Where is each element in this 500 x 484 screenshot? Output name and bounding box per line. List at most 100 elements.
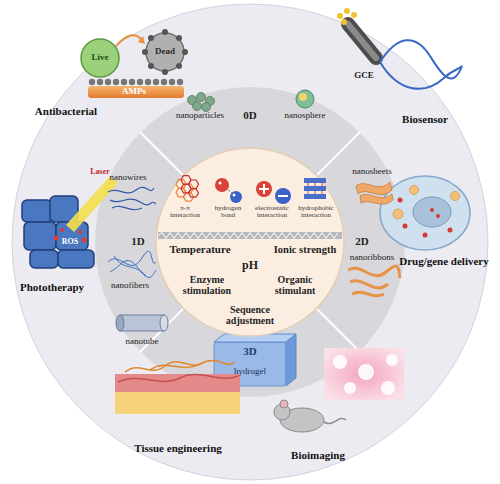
bioimaging-art-part (324, 418, 346, 423)
nanotube-art-part (160, 315, 168, 331)
nanosphere-art-part (299, 93, 307, 101)
nanosheet-art (356, 182, 393, 204)
antibacterial-art-part-part (137, 79, 143, 85)
nanosphere-art (296, 90, 314, 108)
biosensor-art-part (348, 24, 376, 58)
interaction-label: π-π interaction (165, 205, 205, 220)
cell-label: Live (92, 53, 109, 62)
tissue-art (115, 361, 240, 414)
nanoparticle-art-part (202, 103, 211, 112)
stimulus-label: Organic stimulant (267, 275, 323, 296)
antibacterial-art-part-part (182, 49, 188, 55)
phototherapy-art-part-part (78, 230, 82, 234)
antibacterial-art-part-part (148, 35, 154, 41)
cell-art-part-part (393, 209, 403, 219)
phototherapy-art-part-part (60, 228, 64, 232)
dimension-label: 0D (243, 110, 256, 122)
dimension-label: 3D (243, 346, 256, 358)
cell-art-part (380, 176, 470, 250)
antibacterial-art-part-part (177, 79, 183, 85)
antibacterial-art-part-part (162, 69, 168, 75)
biosensor-art-part-part (351, 12, 357, 18)
antibacterial-art-part-part (153, 79, 159, 85)
antibacterial-art-part-part (176, 63, 182, 69)
bioimaging-art-part-part (333, 355, 347, 369)
bioimaging-art-part-part (358, 364, 374, 380)
phototherapy-art-part-part (82, 238, 87, 243)
biosensor-art-part (337, 8, 357, 25)
application-label: Phototherapy (20, 282, 84, 294)
antibacterial-art-part-part (169, 79, 175, 85)
stimulus-label: Ionic strength (274, 244, 337, 255)
tissue-art-part-part (150, 361, 235, 370)
nanoribbon-art-part (350, 281, 388, 288)
core-circle: π-π interactionhydrogen bondelectrostati… (155, 147, 345, 337)
interaction-label: electrostatic interaction (250, 205, 294, 220)
nanotube-art-part (116, 315, 124, 331)
cell-art-part-part (423, 233, 428, 238)
stimulus-label: pH (242, 259, 258, 272)
structure-label: nanosheets (352, 167, 392, 176)
dimension-label: 1D (131, 236, 144, 248)
bioimaging-art-part (324, 348, 404, 400)
tissue-art-part (118, 375, 238, 382)
beam-label: Laser (90, 168, 110, 176)
antibacterial-art-part-part (113, 79, 119, 85)
nanowire-art (108, 187, 156, 209)
antibacterial-art (81, 29, 188, 98)
cell-label: Dead (155, 47, 175, 56)
cell-art-part (398, 198, 453, 238)
cell-art-part-part (451, 192, 460, 201)
antibacterial-art-part (81, 39, 119, 77)
phototherapy-art-part (66, 176, 118, 232)
structure-label: hydrogel (234, 367, 266, 376)
tissue-art-part (115, 374, 240, 392)
cell-art-part (393, 186, 460, 220)
tissue-art-part (125, 361, 235, 372)
nanoribbon-art-part (348, 266, 400, 278)
antibacterial-art-part (138, 36, 145, 44)
nanoribbon-art-part (352, 292, 384, 295)
nanosphere-art-part (296, 90, 314, 108)
bioimaging-art-part-part (386, 354, 398, 366)
structure-label: nanoparticles (176, 111, 224, 120)
antibacterial-art-part-part (121, 79, 127, 85)
ros-label: ROS (62, 238, 78, 246)
nanosheet-art-part (360, 194, 393, 204)
phototherapy-art-part-part (30, 250, 58, 268)
bioimaging-art (274, 348, 404, 432)
application-label: Bioimaging (291, 450, 345, 462)
nanowire-art-part (110, 199, 156, 205)
cell-art-part (413, 197, 451, 227)
antibacterial-art-part-part (176, 35, 182, 41)
outer-circle (12, 4, 488, 480)
antibacterial-art-part-part (129, 79, 135, 85)
stimulus-label: Sequence adjustment (219, 305, 281, 326)
nanoparticle-art-part (197, 93, 206, 102)
application-label: Antibacterial (35, 106, 97, 118)
biosensor-art-part-part (337, 13, 343, 19)
nanofiber-art-part (114, 256, 146, 276)
biosensor-art (337, 8, 462, 89)
antibacterial-art-part-part (89, 79, 95, 85)
ring-divider (140, 132, 360, 352)
interaction-label: hydrophobic interaction (295, 205, 337, 220)
application-label: Drug/gene delivery (399, 256, 489, 268)
antibacterial-art-part-part (148, 63, 154, 69)
antibacterial-art-part (116, 35, 142, 46)
electrode-label: GCE (354, 71, 374, 80)
nanofiber-art (108, 251, 156, 277)
phototherapy-art (22, 176, 118, 268)
hydrogel-art-part (286, 334, 296, 386)
bioimaging-art-part-part (381, 381, 395, 395)
antibacterial-art-part-part (105, 79, 111, 85)
structure-label: nanowires (110, 173, 147, 182)
nanosheet-art-part (356, 182, 392, 195)
bioimaging-art-part-part (344, 382, 356, 394)
stimulus-label: Enzyme stimulation (179, 275, 235, 296)
structure-label: nanofibers (111, 281, 149, 290)
phototherapy-art-part-part (22, 200, 52, 222)
biosensor-art-part-part (344, 8, 350, 14)
antibacterial-art-part-part (142, 49, 148, 55)
nanowire-art-part (108, 187, 154, 192)
